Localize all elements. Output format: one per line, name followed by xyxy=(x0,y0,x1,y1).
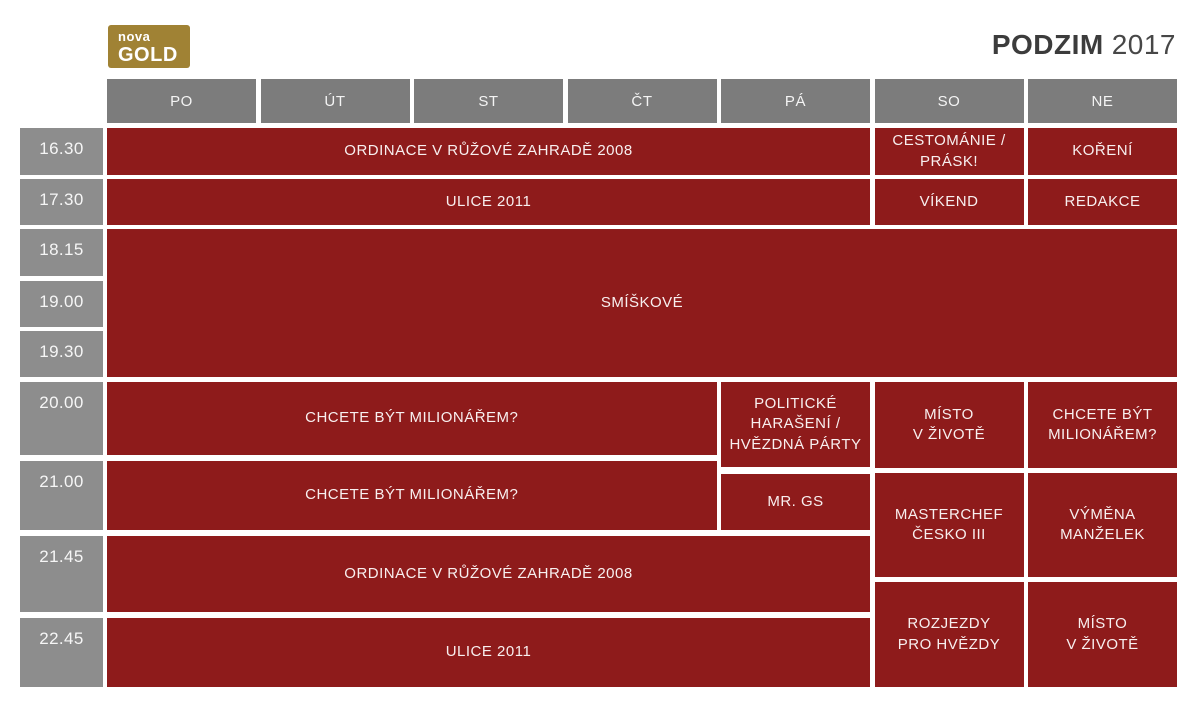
program-cell: KOŘENÍ xyxy=(1028,128,1177,175)
program-cell: CHCETE BÝT MILIONÁŘEM? xyxy=(1028,382,1177,468)
program-cell: ORDINACE V RŮŽOVÉ ZAHRADĚ 2008 xyxy=(107,536,870,612)
day-header-pa: PÁ xyxy=(721,79,870,123)
program-cell: REDAKCE xyxy=(1028,179,1177,225)
day-header-po: PO xyxy=(107,79,256,123)
program-cell: MR. GS xyxy=(721,474,870,530)
time-label-19-00: 19.00 xyxy=(20,281,103,327)
program-cell: CESTOMÁNIE / PRÁSK! xyxy=(874,128,1024,175)
program-cell: VÍKEND xyxy=(874,179,1024,225)
time-label-18-15: 18.15 xyxy=(20,229,103,276)
time-label-21-45: 21.45 xyxy=(20,536,103,612)
program-cell: ULICE 2011 xyxy=(107,179,870,225)
program-cell: SMÍŠKOVÉ xyxy=(107,229,1177,377)
day-header-st: ST xyxy=(414,79,563,123)
program-cell: CHCETE BÝT MILIONÁŘEM? xyxy=(107,461,717,530)
day-header-ct: ČT xyxy=(567,79,717,123)
program-cell: ULICE 2011 xyxy=(107,618,870,687)
logo-text-nova: nova xyxy=(118,29,151,44)
time-label-22-45: 22.45 xyxy=(20,618,103,687)
logo-text-gold: GOLD xyxy=(118,44,178,66)
time-label-16-30: 16.30 xyxy=(20,128,103,175)
program-cell: CHCETE BÝT MILIONÁŘEM? xyxy=(107,382,717,455)
day-header-ne: NE xyxy=(1028,79,1177,123)
season-label: PODZIM xyxy=(991,29,1104,60)
program-cell: ROZJEZDY PRO HVĚZDY xyxy=(874,582,1024,687)
program-cell: ORDINACE V RŮŽOVÉ ZAHRADĚ 2008 xyxy=(107,128,870,175)
time-label-20-00: 20.00 xyxy=(20,382,103,455)
nova-gold-logo: nova GOLD xyxy=(108,25,190,68)
season-year: 2017 xyxy=(1111,29,1176,60)
program-cell: POLITICKÉ HARAŠENÍ / HVĚZDNÁ PÁRTY xyxy=(721,382,870,467)
program-cell: MÍSTO V ŽIVOTĚ xyxy=(874,382,1024,468)
nova-gold-logo-text: nova GOLD xyxy=(108,25,190,65)
program-cell: VÝMĚNA MANŽELEK xyxy=(1028,473,1177,577)
program-cell: MÍSTO V ŽIVOTĚ xyxy=(1028,582,1177,687)
time-label-17-30: 17.30 xyxy=(20,179,103,225)
day-header-ut: ÚT xyxy=(260,79,410,123)
day-header-so: SO xyxy=(874,79,1024,123)
time-label-21-00: 21.00 xyxy=(20,461,103,530)
program-cell: MASTERCHEF ČESKO III xyxy=(874,473,1024,577)
time-label-19-30: 19.30 xyxy=(20,331,103,377)
